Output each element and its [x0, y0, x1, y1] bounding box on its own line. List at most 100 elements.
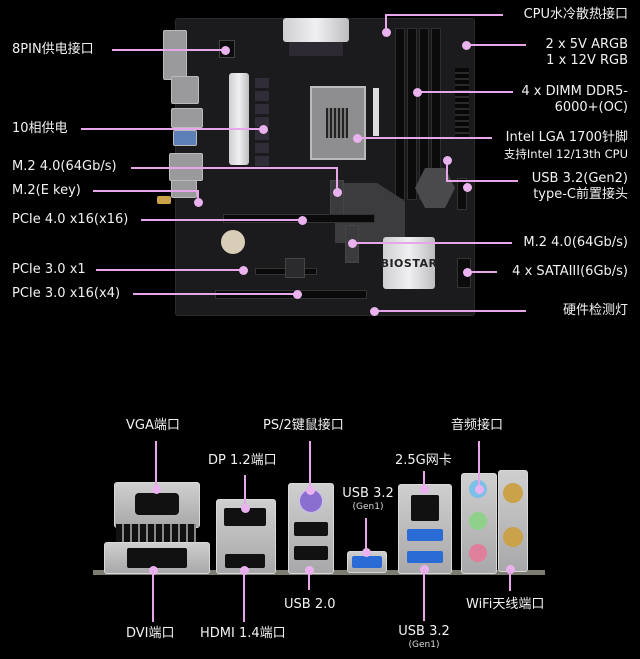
leader-m2-ekey-v	[197, 190, 199, 202]
dimm-slot-2	[407, 28, 417, 200]
label-usbc-line1: USB 3.2(Gen2)	[531, 171, 628, 186]
antenna-connector	[157, 196, 171, 204]
label-debug-led: 硬件检测灯	[562, 303, 628, 318]
label-vga: VGA端口	[126, 418, 180, 433]
dot-usbc-top	[442, 155, 452, 165]
label-usb32-top-text: USB 3.2	[342, 486, 394, 501]
wifi-antenna-bracket	[498, 470, 528, 572]
label-pcie3-x16: PCIe 3.0 x16(x4)	[12, 286, 121, 301]
leader-pcie3-x16	[133, 293, 297, 295]
label-pcie4-x16: PCIe 4.0 x16(x16)	[12, 212, 129, 227]
dot-cpu-fan	[381, 27, 391, 37]
label-ps2: PS/2键鼠接口	[263, 418, 344, 433]
leader-cpu-fan-v	[385, 14, 387, 32]
dot-vga	[151, 484, 161, 494]
label-cpu-fan: CPU水冷散热接口	[523, 7, 628, 22]
label-lan: 2.5G网卡	[395, 453, 452, 468]
dot-argb	[461, 40, 471, 50]
leader-argb	[466, 44, 526, 46]
leader-debug-led	[374, 310, 526, 312]
label-hdmi: HDMI 1.4端口	[200, 626, 286, 641]
leader-usbc-v	[446, 160, 448, 181]
socket-pins	[326, 108, 348, 138]
label-m2-top: M.2 4.0(64Gb/s)	[12, 159, 117, 174]
label-dimm-line1: 4 x DIMM DDR5-	[521, 84, 628, 99]
dot-dp	[240, 503, 250, 513]
leader-dimm	[417, 91, 513, 93]
dot-m2-ekey	[193, 197, 203, 207]
leader-m2-top-v	[336, 167, 338, 192]
label-usb32-top: USB 3.2 (Gen1)	[340, 486, 396, 512]
label-dp: DP 1.2端口	[208, 453, 277, 468]
leader-pcie3-x1	[96, 269, 243, 271]
label-socket: Intel LGA 1700针脚 支持Intel 12/13th CPU	[504, 130, 628, 162]
label-pcie3-x1: PCIe 3.0 x1	[12, 262, 86, 277]
label-dvi: DVI端口	[126, 626, 175, 641]
dot-lan	[419, 484, 429, 494]
dot-pcie3-x16	[292, 289, 302, 299]
ps2-usb2-stack	[288, 483, 334, 574]
lan-usb3-stack	[398, 484, 452, 574]
biostar-logo: BIOSTAR	[380, 256, 438, 270]
leader-socket	[357, 137, 492, 139]
dot-m2-top	[332, 187, 342, 197]
label-audio: 音频接口	[451, 418, 504, 433]
board-wifi-module	[171, 180, 197, 198]
board-usb	[171, 108, 203, 128]
left-vrm-heatsink	[229, 73, 249, 165]
leader-m2-top-h	[131, 167, 338, 169]
leader-pcie4-x16	[141, 219, 302, 221]
leader-8pin	[112, 49, 225, 51]
leader-m2-ekey-h	[93, 190, 199, 192]
cmos-battery	[221, 230, 245, 254]
leader-hdmi	[243, 570, 245, 622]
leader-usb32-bottom	[423, 569, 425, 621]
chokes-top	[289, 42, 343, 56]
leader-cpu-fan-h	[385, 14, 503, 16]
label-usb32-bottom-text: USB 3.2	[398, 624, 450, 639]
label-usb32-bottom: USB 3.2 (Gen1)	[396, 624, 452, 650]
leader-vrm	[81, 128, 263, 130]
dot-debug-led	[369, 306, 379, 316]
dot-8pin	[220, 45, 230, 55]
label-sata: 4 x SATAIII(6Gb/s)	[512, 264, 628, 279]
dot-usbc	[462, 182, 472, 192]
label-m2-bottom: M.2 4.0(64Gb/s)	[523, 235, 628, 250]
top-vrm-heatsink	[283, 18, 349, 42]
leader-wifi	[509, 569, 511, 591]
label-usb32-top-sub: (Gen1)	[352, 502, 384, 512]
label-dimm-line2: 6000+(OC)	[554, 100, 628, 115]
leader-usbc-h	[446, 180, 518, 182]
label-usb20: USB 2.0	[284, 597, 336, 612]
leader-usb32-top	[365, 518, 367, 552]
motherboard: BIOSTAR	[157, 18, 475, 316]
leader-dvi	[152, 570, 154, 622]
leader-vga	[155, 441, 157, 489]
label-dimm: 4 x DIMM DDR5- 6000+(OC)	[521, 84, 628, 116]
label-usbc-line2: type-C前置接头	[533, 187, 628, 202]
super-io-chip	[285, 258, 305, 278]
label-vrm: 10相供电	[12, 121, 68, 136]
board-lan	[171, 76, 199, 104]
label-argb: 2 x 5V ARGB 1 x 12V RGB	[546, 37, 628, 69]
label-m2-ekey: M.2(E key)	[12, 183, 81, 198]
label-argb-line1: 2 x 5V ARGB	[545, 37, 628, 52]
leader-m2-bottom	[352, 242, 512, 244]
dot-pcie4-x16	[297, 215, 307, 225]
leader-lan	[423, 471, 425, 489]
dot-sata	[462, 267, 472, 277]
label-usbc: USB 3.2(Gen2) type-C前置接头	[532, 171, 628, 203]
vga-dvi-spacer	[116, 524, 196, 544]
leader-audio	[478, 441, 480, 489]
label-argb-line2: 1 x 12V RGB	[546, 53, 628, 68]
label-socket-line1: Intel LGA 1700针脚	[505, 130, 628, 145]
usbc-header	[457, 178, 467, 210]
dot-dimm	[412, 87, 422, 97]
dot-ps2	[305, 485, 315, 495]
label-socket-line2: 支持Intel 12/13th CPU	[503, 147, 628, 161]
model-strip	[373, 88, 379, 136]
leader-sata	[467, 271, 497, 273]
dot-usb32-top	[361, 547, 371, 557]
dot-m2-bottom	[347, 238, 357, 248]
dot-vrm	[258, 124, 268, 134]
